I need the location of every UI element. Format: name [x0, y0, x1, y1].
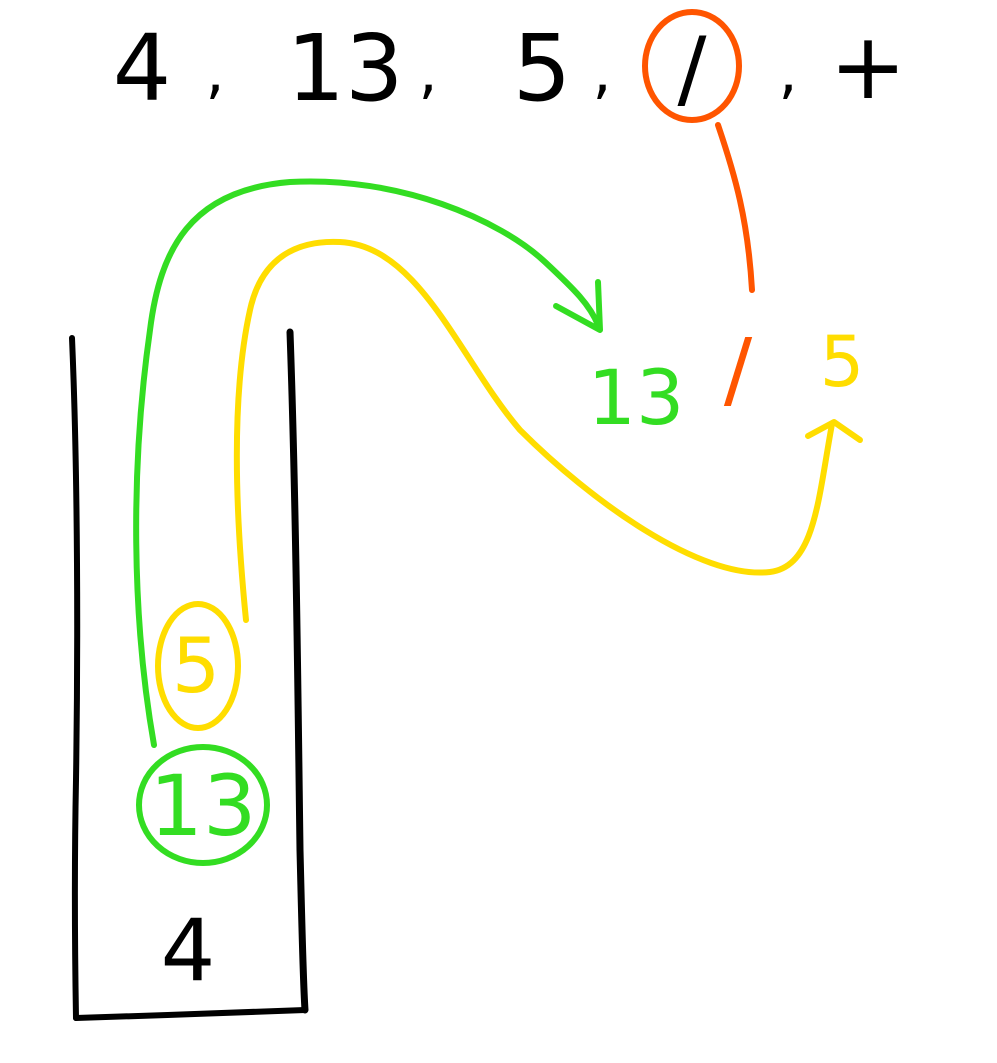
token-comma-3: ,: [592, 37, 611, 107]
token-plus: +: [829, 13, 906, 120]
stack-item-5-circle: [155, 601, 241, 731]
divide-connector-line: [715, 122, 755, 293]
token-comma-4: ,: [778, 37, 797, 107]
divide-token-highlight: [642, 9, 742, 123]
stack-container-right-wall: [286, 328, 309, 1014]
token-13: 13: [286, 15, 403, 122]
token-comma-1: ,: [205, 37, 224, 107]
result-operator: /: [724, 320, 753, 418]
token-4: 4: [113, 15, 172, 122]
stack-container-left-wall: [69, 335, 81, 1021]
green-arrow-head: [553, 279, 603, 333]
green-pop-arrow: [133, 178, 601, 748]
stack-item-bottom: 4: [161, 901, 216, 1001]
result-left-operand: 13: [588, 353, 685, 442]
stack-item-top: 5: [172, 621, 220, 710]
token-5: 5: [513, 15, 572, 122]
stack-item-13-circle: [136, 744, 270, 866]
token-sequence: 4 , 13 , 5 , / , +: [113, 13, 907, 122]
token-comma-2: ,: [418, 37, 437, 107]
yellow-arrow-head: [805, 419, 863, 443]
yellow-pop-arrow: [233, 238, 835, 623]
result-right-operand: 5: [820, 321, 865, 403]
stack-container-bottom: [73, 1007, 308, 1021]
stack-item-middle: 13: [150, 757, 257, 855]
token-divide: /: [678, 19, 707, 119]
